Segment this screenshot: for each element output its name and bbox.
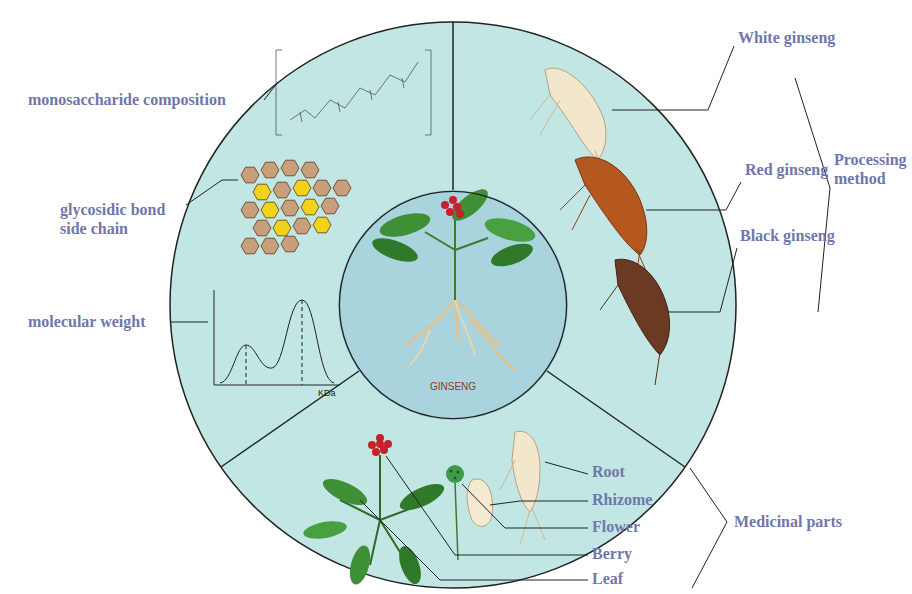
axis-unit: KDa: [318, 388, 336, 399]
section-label: molecular weight: [28, 312, 145, 331]
node-title: GINSENG: [430, 381, 476, 392]
section-label: monosaccharide composition: [28, 90, 226, 109]
item-label: Rhizome: [592, 490, 652, 509]
section-label: glycosidic bond side chain: [60, 200, 180, 238]
group-label: Medicinal parts: [734, 512, 842, 531]
item-label: Berry: [592, 544, 632, 563]
item-label: Flower: [592, 517, 640, 536]
item-label: Root: [592, 462, 625, 481]
center-circle: GINSENG: [338, 190, 568, 420]
group-label: Processing method: [834, 150, 908, 188]
item-label: White ginseng: [738, 28, 835, 47]
item-label: Red ginseng: [745, 160, 828, 179]
item-label: Leaf: [592, 569, 623, 588]
item-label: Black ginseng: [740, 226, 835, 245]
